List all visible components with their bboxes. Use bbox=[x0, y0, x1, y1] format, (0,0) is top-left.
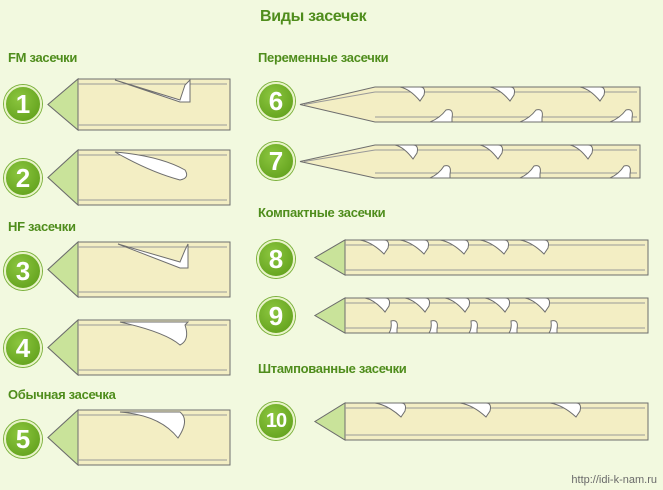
notch-8-4 bbox=[519, 239, 549, 255]
notch-top-7-1 bbox=[479, 144, 503, 160]
notch-bot-6-1 bbox=[519, 109, 543, 123]
badge-4: 4 bbox=[4, 329, 42, 367]
notch-9-0 bbox=[364, 297, 390, 313]
rod-9-tip bbox=[314, 297, 346, 334]
badge-8: 8 bbox=[257, 240, 295, 278]
badge-2: 2 bbox=[4, 159, 42, 197]
badge-9: 9 bbox=[257, 297, 295, 335]
notch-9-1 bbox=[404, 297, 430, 313]
section-variable: Переменные засечки bbox=[258, 50, 389, 65]
rod-6-edge bbox=[303, 91, 376, 105]
notch-8-3 bbox=[479, 239, 509, 255]
notch-bot-7-0 bbox=[429, 165, 451, 179]
notch-top-7-2 bbox=[569, 144, 593, 160]
notch-8-0 bbox=[359, 239, 389, 255]
rod-6 bbox=[299, 86, 641, 123]
badge-10: 10 bbox=[257, 402, 295, 440]
notch-top-6-1 bbox=[489, 86, 515, 102]
x bbox=[468, 320, 478, 334]
notch-fm-1 bbox=[114, 78, 191, 103]
notch-8-1 bbox=[399, 239, 429, 255]
rod-2-tip bbox=[47, 148, 79, 207]
rod-5-tip bbox=[47, 408, 79, 467]
rod-3-tip bbox=[47, 240, 79, 299]
notch-10-1 bbox=[459, 402, 491, 418]
section-stamped: Штампованные засечки bbox=[258, 361, 407, 376]
rod-7-edge bbox=[303, 149, 376, 162]
notch-10-2 bbox=[549, 402, 581, 418]
diagram-title: Виды засечек bbox=[260, 8, 367, 25]
watermark: http://idi-k-nam.ru bbox=[571, 474, 657, 486]
badge-1: 1 bbox=[4, 85, 42, 123]
section-fm: FM засечки bbox=[8, 50, 78, 65]
notch-regular-5 bbox=[119, 411, 185, 439]
notch-hf-4 bbox=[119, 321, 190, 346]
notch-top-6-0 bbox=[399, 86, 425, 102]
notch-bot-6-2 bbox=[609, 109, 633, 123]
notch-top-6-2 bbox=[579, 86, 605, 102]
badge-3: 3 bbox=[4, 252, 42, 290]
rod-1-tip bbox=[47, 77, 79, 132]
notch-hf-3 bbox=[117, 243, 189, 269]
notch-9-3 bbox=[484, 297, 510, 313]
badge-5: 5 bbox=[4, 420, 42, 458]
notch-fm-2 bbox=[114, 151, 188, 181]
x bbox=[548, 320, 558, 334]
x bbox=[508, 320, 518, 334]
section-regular: Обычная засечка bbox=[8, 387, 116, 402]
x bbox=[428, 320, 438, 334]
notch-10-0 bbox=[374, 402, 406, 418]
notch-top-7-0 bbox=[394, 144, 418, 160]
notch-9-2 bbox=[444, 297, 470, 313]
notch-bot-6-0 bbox=[429, 109, 453, 123]
rod-7 bbox=[299, 144, 641, 179]
rod-4-tip bbox=[47, 318, 79, 377]
x bbox=[388, 320, 398, 334]
notch-8-2 bbox=[439, 239, 469, 255]
badge-7: 7 bbox=[257, 142, 295, 180]
notch-9-4 bbox=[524, 297, 550, 313]
rod-8-tip bbox=[314, 239, 346, 276]
notch-bot-7-1 bbox=[519, 165, 541, 179]
rod-10-tip bbox=[314, 402, 346, 441]
notch-bot-7-2 bbox=[609, 165, 631, 179]
badge-6: 6 bbox=[257, 82, 295, 120]
section-compact: Компактные засечки bbox=[258, 205, 386, 220]
section-hf: HF засечки bbox=[8, 219, 76, 234]
